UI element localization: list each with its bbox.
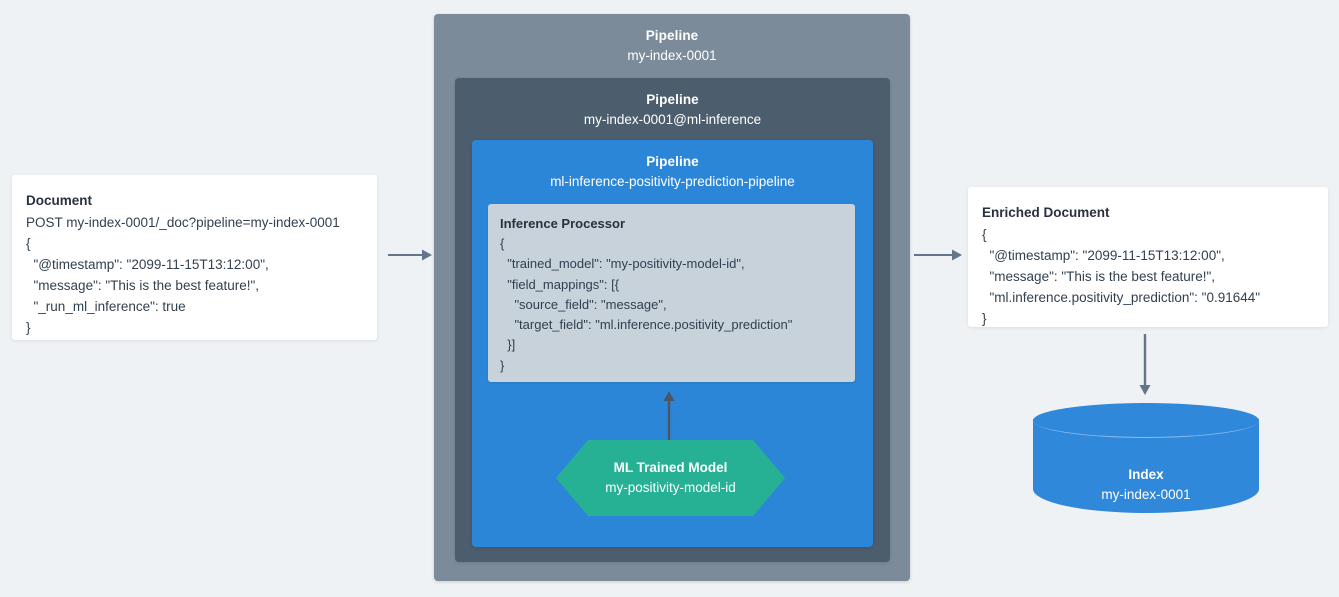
document-card: Document POST my-index-0001/_doc?pipelin…	[12, 175, 377, 340]
index-title: Index	[1128, 467, 1164, 482]
enriched-document-title: Enriched Document	[982, 205, 1110, 220]
inference-processor-card: Inference Processor { "trained_model": "…	[488, 204, 855, 382]
inference-processor-line: }]	[500, 337, 516, 353]
inference-processor-title: Inference Processor	[500, 216, 626, 231]
index-cylinder: Index my-index-0001	[1033, 403, 1259, 528]
pipeline-inner-kind: Pipeline	[646, 154, 699, 169]
inference-processor-line: {	[500, 236, 505, 252]
index-name: my-index-0001	[1101, 487, 1191, 503]
enriched-document-line: {	[982, 226, 987, 242]
inference-processor-line: }	[500, 357, 505, 373]
pipeline-outer-my-index-0001: Pipeline my-index-0001 Pipeline my-index…	[434, 14, 910, 581]
document-line: POST my-index-0001/_doc?pipeline=my-inde…	[26, 214, 340, 230]
inference-processor-line: "trained_model": "my-positivity-model-id…	[500, 256, 745, 272]
pipeline-outer-kind: Pipeline	[645, 28, 699, 43]
ml-trained-model-hexagon: ML Trained Model my-positivity-model-id	[556, 440, 785, 516]
pipeline-outer-header: Pipeline my-index-0001	[434, 14, 910, 67]
arrow-ml-model-to-inference-processor-icon	[662, 390, 676, 445]
enriched-document-line: "message": "This is the best feature!",	[982, 269, 1216, 285]
inference-processor-line: "field_mappings": [{	[500, 276, 620, 292]
document-line: "message": "This is the best feature!",	[26, 278, 260, 294]
document-line: "_run_ml_inference": true	[26, 299, 186, 315]
pipeline-inner-header: Pipeline ml-inference-positivity-predict…	[472, 140, 873, 193]
pipeline-middle-kind: Pipeline	[646, 92, 699, 107]
ml-trained-model-title: ML Trained Model	[613, 460, 728, 476]
enriched-document-line: }	[982, 311, 987, 327]
inference-processor-line: "source_field": "message",	[500, 296, 667, 312]
ml-trained-model-name: my-positivity-model-id	[605, 480, 736, 495]
arrow-enriched-document-to-index-icon	[1138, 334, 1152, 401]
document-line: {	[26, 235, 31, 251]
pipeline-middle-name: my-index-0001@ml-inference	[583, 112, 762, 128]
pipeline-middle-header: Pipeline my-index-0001@ml-inference	[455, 78, 890, 131]
pipeline-inner-name: ml-inference-positivity-prediction-pipel…	[550, 174, 795, 190]
pipeline-outer-name: my-index-0001	[627, 48, 717, 64]
enriched-document-card: Enriched Document { "@timestamp": "2099-…	[968, 187, 1328, 327]
enriched-document-line: "ml.inference.positivity_prediction": "0…	[982, 290, 1261, 306]
pipeline-middle-ml-inference: Pipeline my-index-0001@ml-inference Pipe…	[455, 78, 890, 562]
arrow-pipeline-to-enriched-document-icon	[914, 248, 962, 267]
document-line: }	[26, 320, 31, 336]
enriched-document-line: "@timestamp": "2099-11-15T13:12:00",	[982, 247, 1225, 263]
arrow-document-to-pipeline-icon	[388, 248, 432, 267]
inference-processor-line: "target_field": "ml.inference.positivity…	[500, 317, 793, 333]
pipeline-inner-positivity-prediction: Pipeline ml-inference-positivity-predict…	[472, 140, 873, 547]
cylinder-top-ellipse	[1033, 403, 1259, 438]
document-title: Document	[26, 193, 93, 208]
index-label-group: Index my-index-0001	[1033, 465, 1259, 506]
document-line: "@timestamp": "2099-11-15T13:12:00",	[26, 257, 269, 273]
